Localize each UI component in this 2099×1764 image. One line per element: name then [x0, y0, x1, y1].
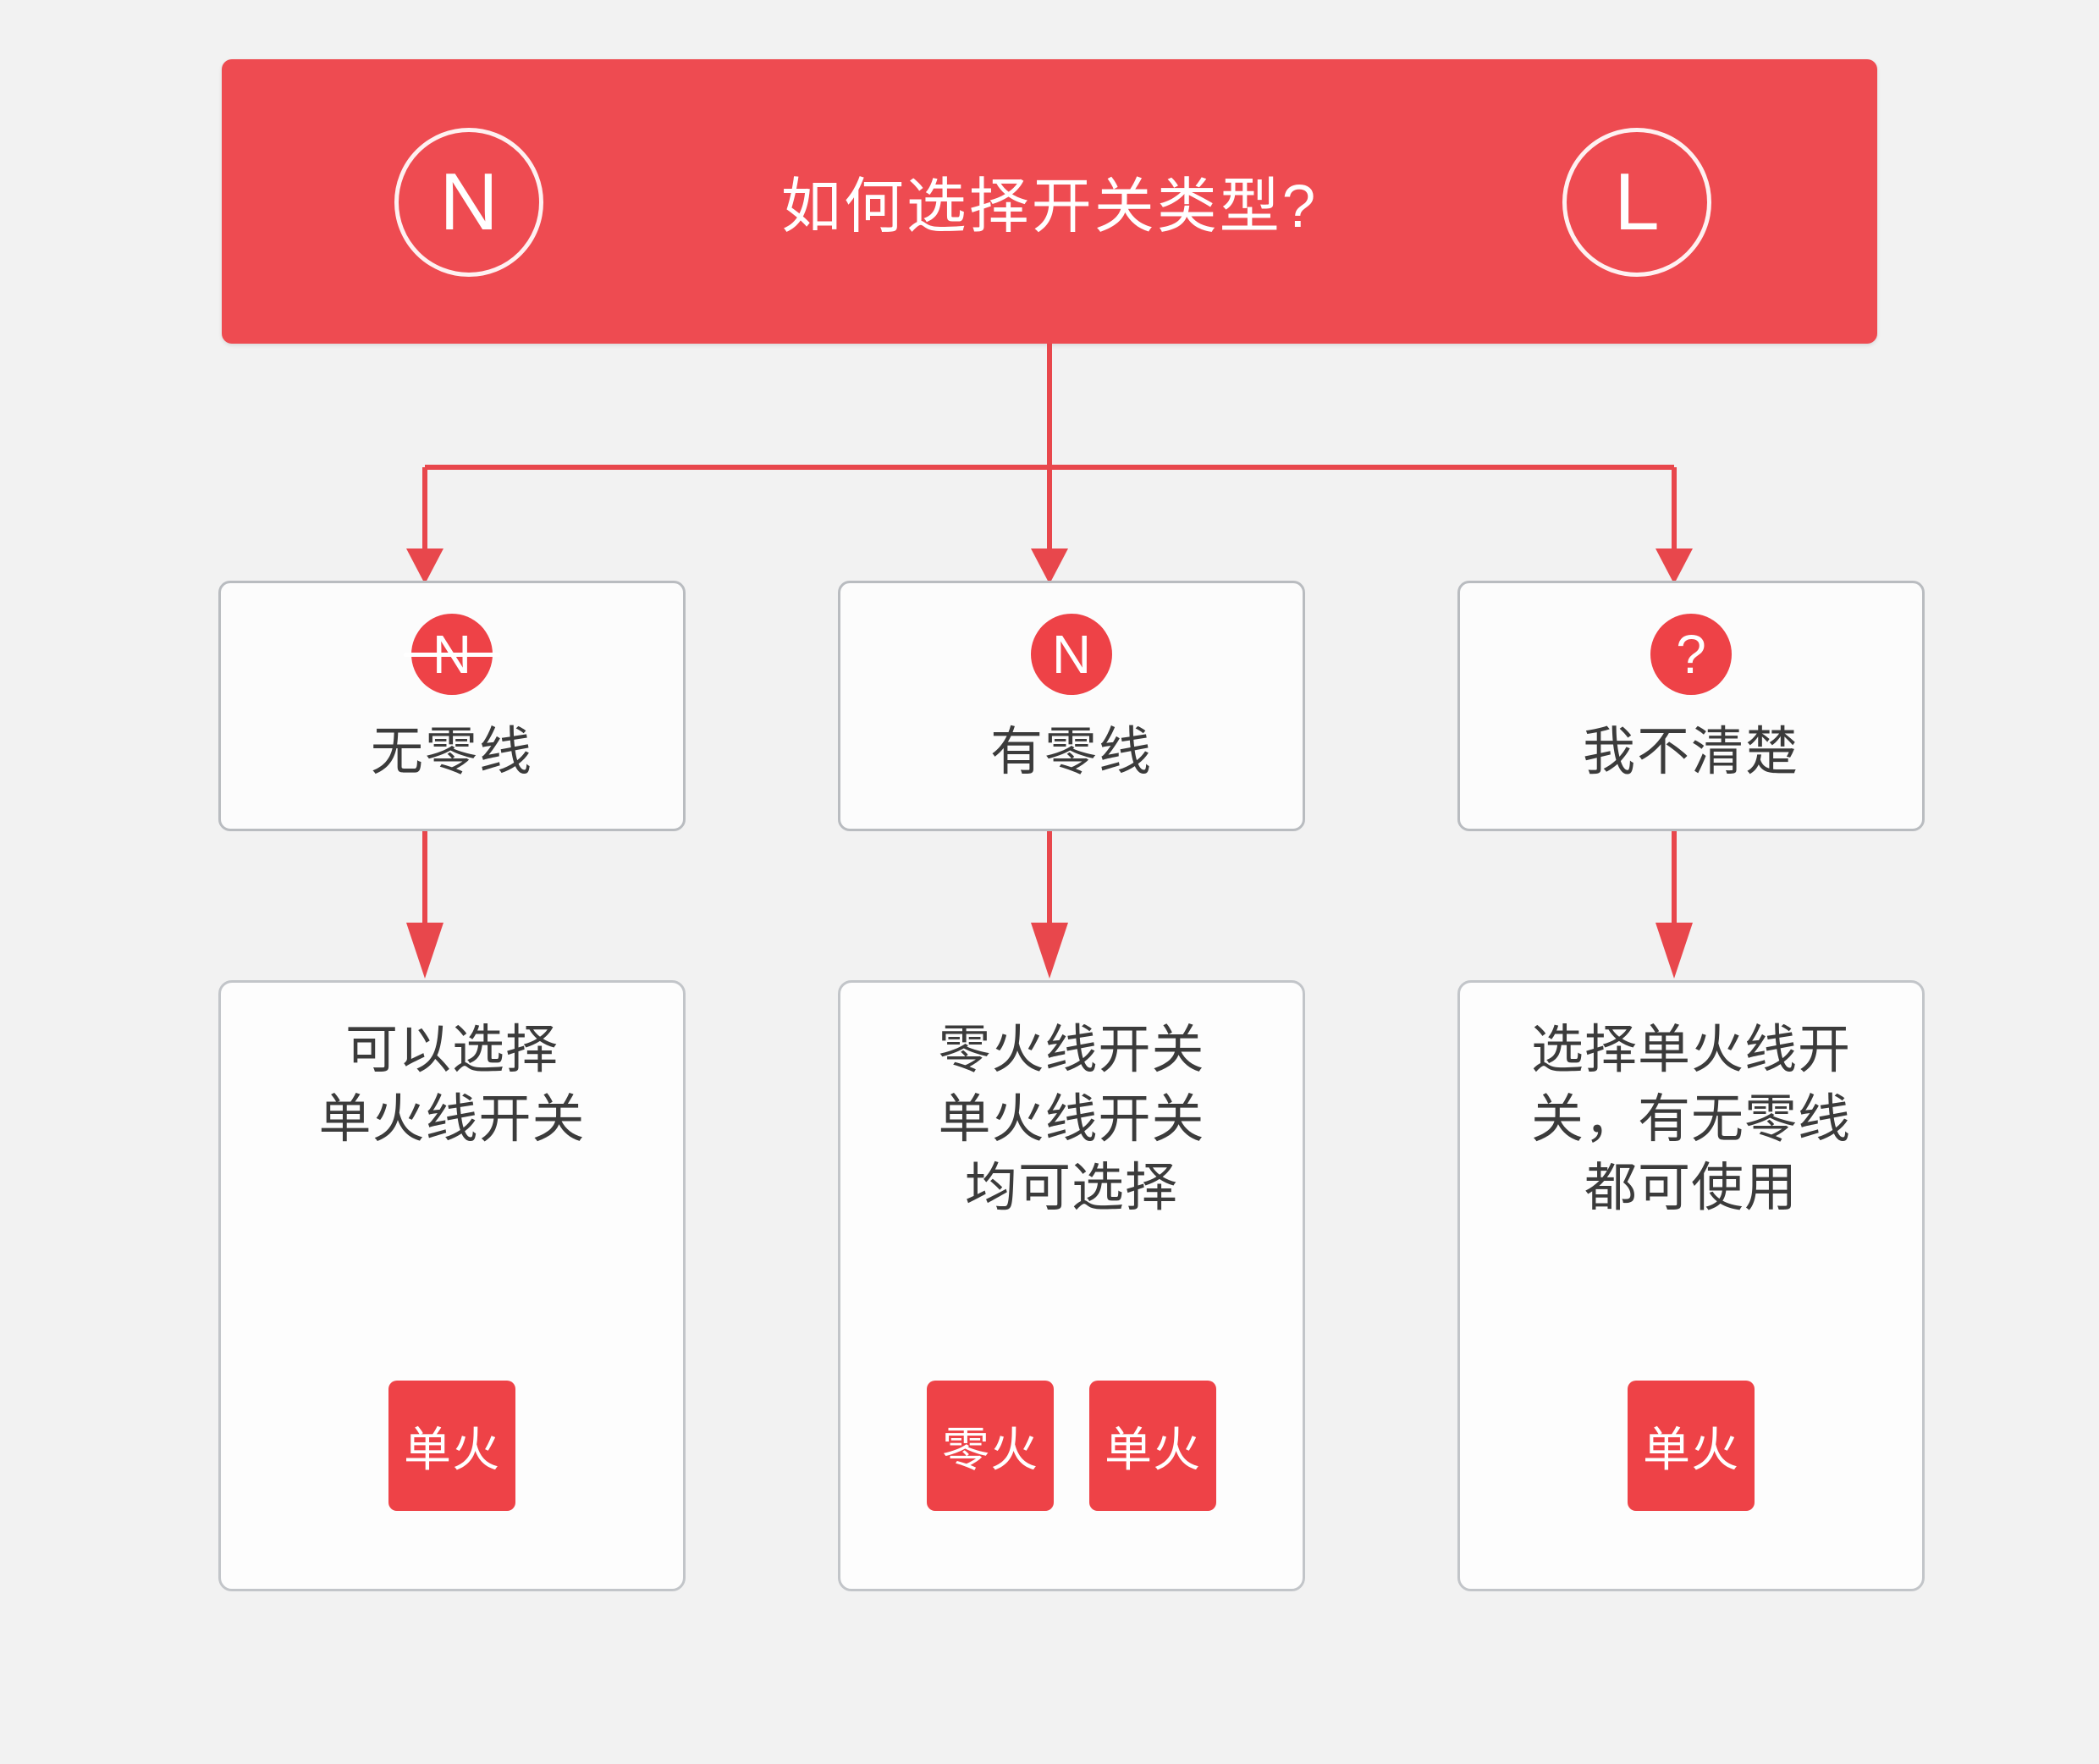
live-wire-badge-icon: L — [1562, 128, 1711, 277]
result-card-has-neutral: 零火线开关 单火线开关 均可选择 零火 单火 — [838, 980, 1305, 1591]
arrowhead-5 — [1031, 923, 1068, 978]
option-label: 无零线 — [370, 723, 533, 781]
arrowhead-6 — [1656, 923, 1693, 978]
result-text: 可以选择 单火线开关 — [318, 1018, 585, 1151]
neutral-wire-badge-letter: N — [439, 157, 499, 247]
question-icon: ? — [1650, 614, 1732, 695]
header-banner: N 如何选择开关类型? L — [222, 59, 1877, 344]
result-line: 单火线开关 — [318, 1089, 586, 1149]
n-icon: N — [1031, 614, 1112, 695]
strikethrough-line — [404, 653, 500, 657]
result-line: 均可选择 — [964, 1159, 1178, 1218]
product-tag[interactable]: 单火 — [388, 1381, 515, 1511]
n-crossed-icon: N — [404, 614, 500, 695]
option-icon-letter: N — [1051, 624, 1092, 685]
option-label: 有零线 — [989, 723, 1153, 781]
arrowhead-2 — [1031, 548, 1068, 584]
arrowhead-1 — [406, 548, 443, 584]
option-box-no-neutral[interactable]: N 无零线 — [218, 581, 686, 831]
tag-row: 零火 单火 — [840, 1381, 1303, 1511]
product-tag[interactable]: 单火 — [1628, 1381, 1755, 1511]
result-line: 选择单火线开 — [1530, 1021, 1851, 1079]
result-line: 零火线开关 — [938, 1021, 1205, 1079]
product-tag[interactable]: 零火 — [927, 1381, 1054, 1511]
tag-row: 单火 — [1460, 1381, 1922, 1511]
option-icon-letter: ? — [1676, 624, 1706, 685]
result-text: 零火线开关 单火线开关 均可选择 — [938, 1018, 1204, 1221]
option-box-unsure[interactable]: ? 我不清楚 — [1457, 581, 1925, 831]
arrowhead-4 — [406, 923, 443, 978]
tag-row: 单火 — [221, 1381, 683, 1511]
option-box-has-neutral[interactable]: N 有零线 — [838, 581, 1305, 831]
neutral-wire-badge-icon: N — [394, 128, 543, 277]
arrowhead-3 — [1656, 548, 1693, 584]
result-line: 都可使用 — [1584, 1159, 1798, 1218]
result-line: 单火线开关 — [938, 1089, 1205, 1149]
result-card-unsure: 选择单火线开 关，有无零线 都可使用 单火 — [1457, 980, 1925, 1591]
result-card-no-neutral: 可以选择 单火线开关 单火 — [218, 980, 686, 1591]
result-line: 关，有无零线 — [1530, 1089, 1851, 1149]
page-title: 如何选择开关类型? — [780, 174, 1319, 240]
live-wire-badge-letter: L — [1614, 157, 1660, 247]
result-text: 选择单火线开 关，有无零线 都可使用 — [1531, 1018, 1851, 1221]
product-tag[interactable]: 单火 — [1089, 1381, 1216, 1511]
option-label: 我不清楚 — [1582, 723, 1799, 781]
result-line: 可以选择 — [344, 1021, 559, 1079]
